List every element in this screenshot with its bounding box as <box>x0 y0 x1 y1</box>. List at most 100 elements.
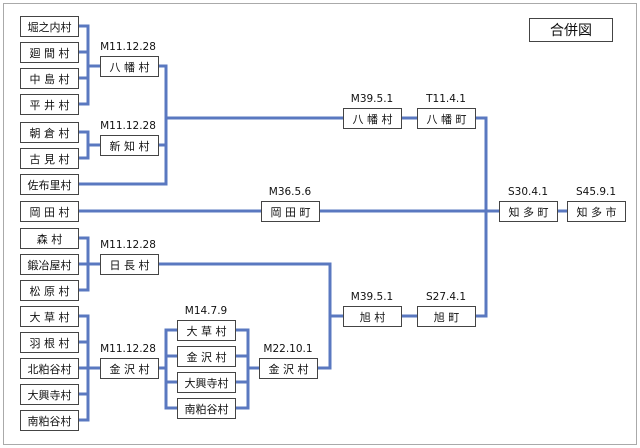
node-box <box>20 410 79 431</box>
node-label: 南粕谷村 <box>28 414 72 428</box>
node-label: 松 原 村 <box>30 284 70 298</box>
node-box <box>567 201 626 222</box>
node-box <box>20 68 79 89</box>
node-box <box>100 135 159 156</box>
node-box <box>20 306 79 327</box>
node-box <box>20 358 79 379</box>
node-asahi-v: 旭 村 <box>343 306 402 327</box>
node-box <box>343 108 402 129</box>
node-asahi-town: 旭 町 <box>417 306 476 327</box>
node-box <box>20 332 79 353</box>
node-okusa-v: 大 草 村 <box>20 306 79 327</box>
node-label: 知 多 市 <box>577 205 617 219</box>
node-hane: 羽 根 村 <box>20 332 79 353</box>
node-label: 朝 倉 村 <box>30 126 70 140</box>
node-yawata1: 八 幡 村 <box>100 56 159 77</box>
node-label: 岡 田 村 <box>30 205 70 219</box>
node-label: 旭 村 <box>360 310 386 324</box>
node-label: 金 沢 村 <box>110 362 150 376</box>
date-labels: M11.12.28M11.12.28M11.12.28M11.12.28M14.… <box>100 41 616 355</box>
node-box <box>100 358 159 379</box>
node-box <box>20 201 79 222</box>
connector-kanazawa-split <box>154 328 180 410</box>
date-label-hinaga: M11.12.28 <box>100 239 156 251</box>
node-okada-v: 岡 田 村 <box>20 201 79 222</box>
node-kitakasuya: 北粕谷村 <box>20 358 79 379</box>
node-label: 金 沢 村 <box>269 362 309 376</box>
connector-kanazawa-group <box>77 314 103 422</box>
node-yawata2: 八 幡 村 <box>343 108 402 129</box>
node-hinaga: 日 長 村 <box>100 254 159 275</box>
date-label-yawata-town: T11.4.1 <box>425 93 466 105</box>
page-title: 合併図 <box>550 23 592 39</box>
node-minamikasuya: 南粕谷村 <box>20 410 79 431</box>
connector-yawata-group <box>77 24 103 106</box>
node-label: 北粕谷村 <box>28 362 72 376</box>
node-matsubara: 松 原 村 <box>20 280 79 301</box>
date-label-okada-town: M36.5.6 <box>269 186 312 198</box>
node-box <box>100 56 159 77</box>
node-box <box>177 372 236 393</box>
node-label: 中 島 村 <box>30 72 70 86</box>
node-box <box>417 306 476 327</box>
date-label-asahi-town: S27.4.1 <box>426 291 466 303</box>
node-box <box>20 16 79 37</box>
node-label: 大 草 村 <box>30 310 70 324</box>
node-box <box>177 346 236 367</box>
outer-frame <box>3 3 637 445</box>
node-okada-town: 岡 田 町 <box>261 201 320 222</box>
node-kajiya: 鍛冶屋村 <box>20 254 79 275</box>
date-label-shinchi: M11.12.28 <box>100 120 156 132</box>
node-kanazawa1: 金 沢 村 <box>100 358 159 379</box>
node-label: 知 多 町 <box>509 205 549 219</box>
node-label: 八 幡 村 <box>110 60 150 74</box>
date-label-yawata1: M11.12.28 <box>100 41 156 53</box>
node-box <box>417 108 476 129</box>
node-box <box>20 122 79 143</box>
node-label: 平 井 村 <box>30 98 70 112</box>
node-label: 八 幡 村 <box>353 112 393 126</box>
node-label: 大興寺村 <box>185 376 229 390</box>
date-label-asahi-v: M39.5.1 <box>351 291 393 303</box>
node-box <box>343 306 402 327</box>
node-label: 日 長 村 <box>110 258 150 272</box>
node-label: 森 村 <box>37 232 63 246</box>
node-label: 南粕谷村 <box>185 402 229 416</box>
date-label-kanazawa3: M22.10.1 <box>263 343 312 355</box>
node-shinchi: 新 知 村 <box>100 135 159 156</box>
date-label-chita-city: S45.9.1 <box>576 186 616 198</box>
node-box <box>20 94 79 115</box>
node-mori: 森 村 <box>20 228 79 249</box>
node-yawata-town: 八 幡 町 <box>417 108 476 129</box>
node-kanazawa2: 金 沢 村 <box>177 346 236 367</box>
node-label: 大 草 村 <box>187 324 227 338</box>
node-kanazawa3: 金 沢 村 <box>259 358 318 379</box>
node-hirai: 平 井 村 <box>20 94 79 115</box>
node-label: 八 幡 町 <box>427 112 467 126</box>
node-box <box>177 398 236 419</box>
node-box <box>20 148 79 169</box>
node-oookiji2: 大興寺村 <box>177 372 236 393</box>
date-label-kanazawa1: M11.12.28 <box>100 343 156 355</box>
node-label: 新 知 村 <box>110 139 150 153</box>
node-box <box>20 228 79 249</box>
node-label: 羽 根 村 <box>30 336 70 350</box>
connector-hinaga-group <box>77 236 103 292</box>
node-label: 古 見 村 <box>30 152 70 166</box>
node-label: 佐布里村 <box>28 178 72 192</box>
node-label: 大興寺村 <box>28 388 72 402</box>
node-oookiji: 大興寺村 <box>20 384 79 405</box>
date-label-yawata2: M39.5.1 <box>351 93 393 105</box>
node-box <box>20 42 79 63</box>
node-minamikasuya2: 南粕谷村 <box>177 398 236 419</box>
node-nakajima: 中 島 村 <box>20 68 79 89</box>
node-box <box>20 384 79 405</box>
node-chita-town: 知 多 町 <box>499 201 558 222</box>
date-label-group2: M14.7.9 <box>185 305 227 317</box>
node-label: 旭 町 <box>434 310 460 324</box>
node-label: 金 沢 村 <box>187 350 227 364</box>
node-sakoma: 廻 間 村 <box>20 42 79 63</box>
node-box <box>100 254 159 275</box>
